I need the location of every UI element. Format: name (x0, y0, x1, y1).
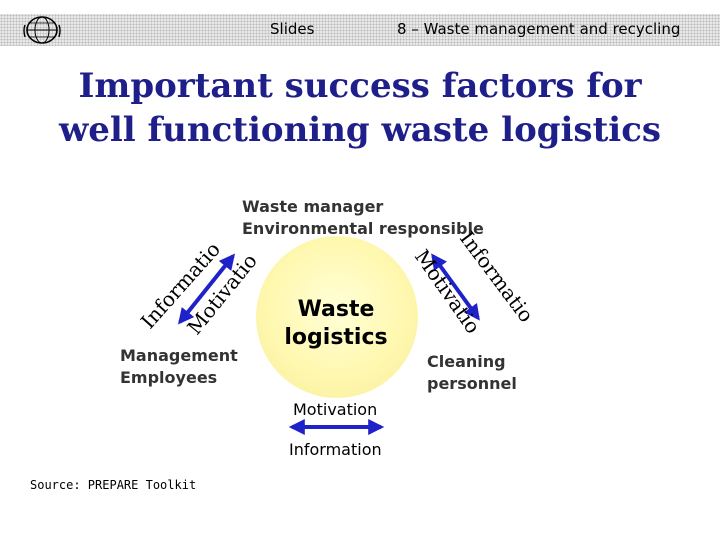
top-actor-line-1: Waste manager (242, 197, 384, 216)
bottom-information-label: Information (289, 440, 382, 459)
right-actor-line-1: Cleaning (427, 352, 506, 371)
header-bar (0, 14, 720, 46)
slide-title-line-1: Important success factors for (78, 66, 642, 106)
right-actor-line-2: personnel (427, 374, 517, 393)
right-actor-label: Cleaning personnel (427, 351, 517, 395)
center-label-line-2: logistics (284, 325, 388, 350)
center-label-line-1: Waste (297, 297, 375, 322)
left-actor-line-2: Employees (120, 368, 218, 387)
left-inner-arc-label: Motivation (0, 0, 262, 339)
left-inner-arc-text: Motivation (0, 0, 262, 339)
right-outer-arc-text: Information (0, 0, 539, 327)
left-actor-line-1: Management (120, 346, 238, 365)
slide-title-line-2: well functioning waste logistics (58, 110, 662, 150)
header-slides-label: Slides (270, 20, 315, 38)
right-double-arrow (431, 253, 480, 321)
bottom-motivation-label: Motivation (293, 400, 378, 419)
center-label: Waste logistics (266, 296, 406, 352)
top-actor-label: Waste manager Environmental responsible (242, 196, 484, 240)
waste-logistics-circle (256, 236, 418, 398)
header-module-label: 8 – Waste management and recycling (397, 20, 681, 38)
right-outer-arc-label: Information (0, 0, 539, 327)
left-actor-label: Management Employees (120, 345, 238, 389)
top-actor-line-2: Environmental responsible (242, 219, 484, 238)
left-outer-arc-text: Information (0, 0, 225, 333)
left-outer-arc-label: Information (0, 0, 225, 333)
source-note: Source: PREPARE Toolkit (30, 478, 197, 492)
unido-logo-icon (23, 16, 61, 44)
left-double-arrow (177, 253, 236, 325)
